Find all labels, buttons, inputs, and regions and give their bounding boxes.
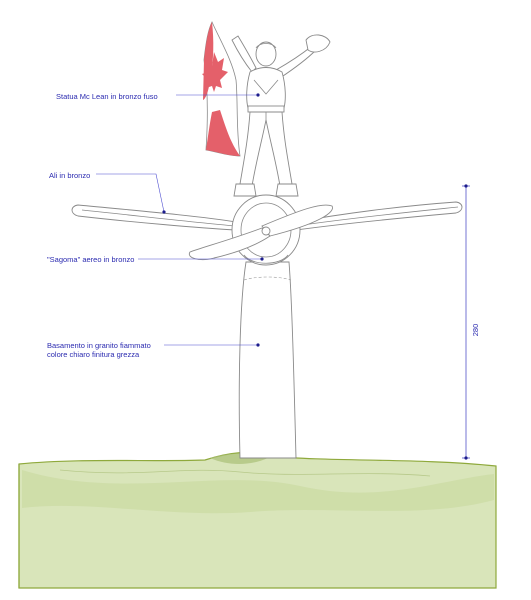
label-basamento-line1: Basamento in granito fiammato [47,341,151,350]
canadian-flag [202,21,241,157]
label-ali: Ali in bronzo [49,171,90,180]
bronze-wings [71,201,463,231]
label-basamento-line2: colore chiaro finitura grezza [47,350,140,359]
ground-block [18,451,497,589]
propeller [188,204,333,261]
cap-in-hand [305,34,331,53]
mclean-statue [231,34,331,197]
height-dimension: 280 [462,184,480,460]
annotation-statua: Statua Mc Lean in bronzo fuso [56,92,260,101]
annotation-sagoma: "Sagoma" aereo in bronzo [47,255,264,264]
annotation-ali: Ali in bronzo [49,171,166,214]
label-statua: Statua Mc Lean in bronzo fuso [56,92,158,101]
granite-base [238,261,297,459]
height-value-label: 280 [471,324,480,337]
annotation-basamento: Basamento in granito fiammato colore chi… [47,341,260,359]
label-sagoma: "Sagoma" aereo in bronzo [47,255,134,264]
